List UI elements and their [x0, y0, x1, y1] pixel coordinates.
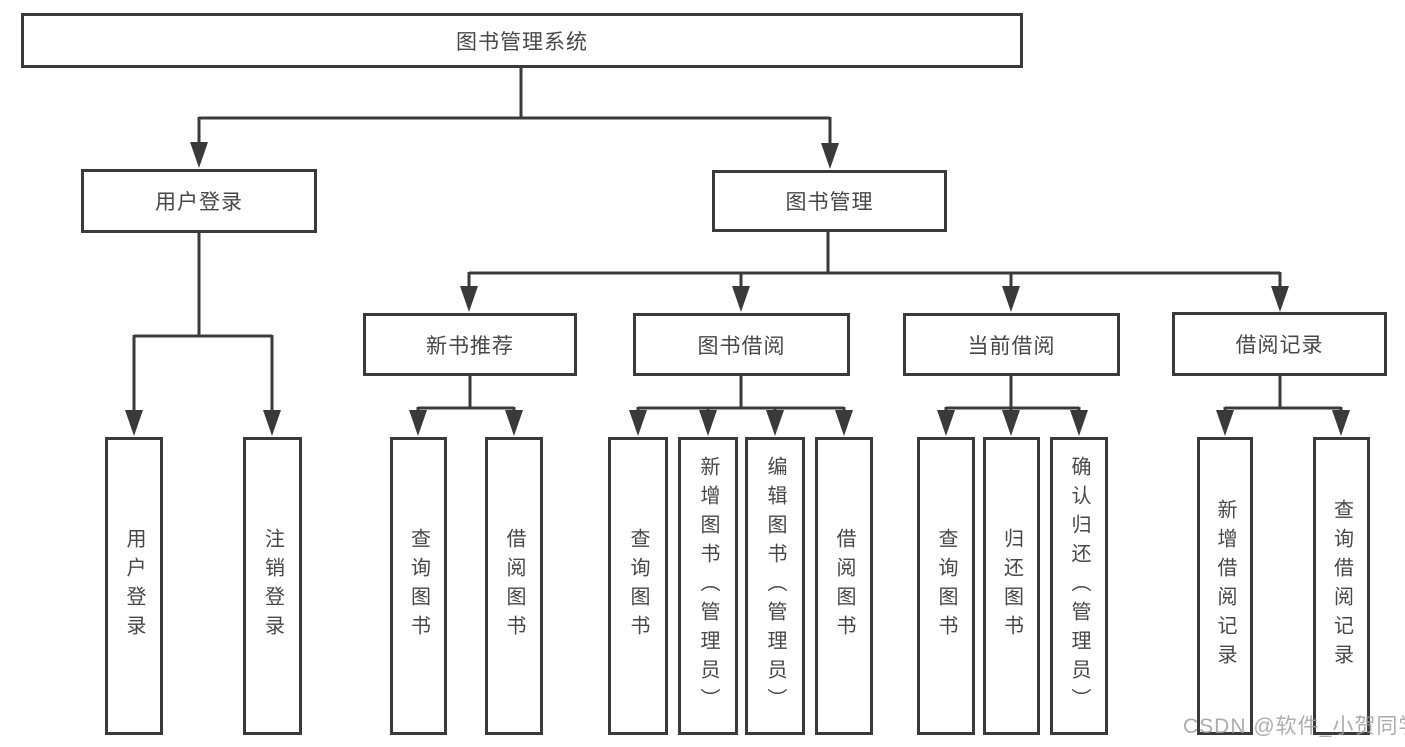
leaf-edit-book-admin: 编辑图书（管理员） [745, 437, 805, 735]
leaf-query-book-2: 查询图书 [608, 437, 668, 735]
node-user-login: 用户登录 [81, 169, 317, 233]
node-new-book-recommendation-label: 新书推荐 [426, 334, 514, 358]
node-book-borrowing: 图书借阅 [633, 313, 850, 376]
leaf-query-borrow-record-label: 查询借阅记录 [1330, 499, 1353, 673]
leaf-borrow-book-2-label: 借阅图书 [833, 528, 855, 644]
leaf-borrow-book-1-label: 借阅图书 [503, 528, 525, 644]
leaf-borrow-book-1: 借阅图书 [485, 437, 543, 735]
leaf-user-login: 用户登录 [105, 437, 163, 735]
leaf-user-login-label: 用户登录 [123, 528, 145, 644]
leaf-query-book-1-label: 查询图书 [407, 528, 430, 644]
leaf-borrow-book-2: 借阅图书 [815, 437, 873, 735]
leaf-edit-book-admin-label: 编辑图书（管理员） [764, 455, 786, 717]
node-current-borrowing: 当前借阅 [903, 313, 1120, 376]
leaf-return-book-label: 归还图书 [1000, 528, 1023, 644]
csdn-watermark: CSDN @软件_小贺同学 [1183, 715, 1405, 738]
leaf-logout-label: 注销登录 [261, 528, 284, 644]
leaf-return-book: 归还图书 [983, 437, 1040, 735]
node-book-borrowing-label: 图书借阅 [697, 334, 786, 358]
node-book-management-label: 图书管理 [785, 191, 874, 214]
leaf-add-borrow-record-label: 新增借阅记录 [1214, 499, 1236, 673]
node-current-borrowing-label: 当前借阅 [967, 334, 1056, 358]
leaf-query-book-3: 查询图书 [917, 437, 975, 735]
leaf-query-book-2-label: 查询图书 [627, 528, 649, 644]
leaf-logout: 注销登录 [243, 437, 302, 735]
leaf-confirm-return-admin: 确认归还（管理员） [1050, 437, 1108, 735]
leaf-query-borrow-record: 查询借阅记录 [1313, 437, 1370, 735]
node-borrowing-records: 借阅记录 [1172, 312, 1387, 376]
leaf-query-book-3-label: 查询图书 [935, 528, 957, 644]
node-new-book-recommendation: 新书推荐 [363, 313, 577, 376]
leaf-add-book-admin: 新增图书（管理员） [678, 437, 738, 735]
leaf-add-borrow-record: 新增借阅记录 [1197, 437, 1253, 735]
node-book-management: 图书管理 [712, 170, 947, 232]
leaf-confirm-return-admin-label: 确认归还（管理员） [1068, 455, 1090, 717]
node-borrowing-records-label: 借阅记录 [1235, 334, 1324, 357]
leaf-query-book-1: 查询图书 [390, 437, 447, 735]
leaf-add-book-admin-label: 新增图书（管理员） [697, 455, 719, 717]
node-user-login-label: 用户登录 [155, 191, 243, 214]
node-root-label: 图书管理系统 [456, 30, 588, 54]
node-root: 图书管理系统 [21, 13, 1023, 68]
